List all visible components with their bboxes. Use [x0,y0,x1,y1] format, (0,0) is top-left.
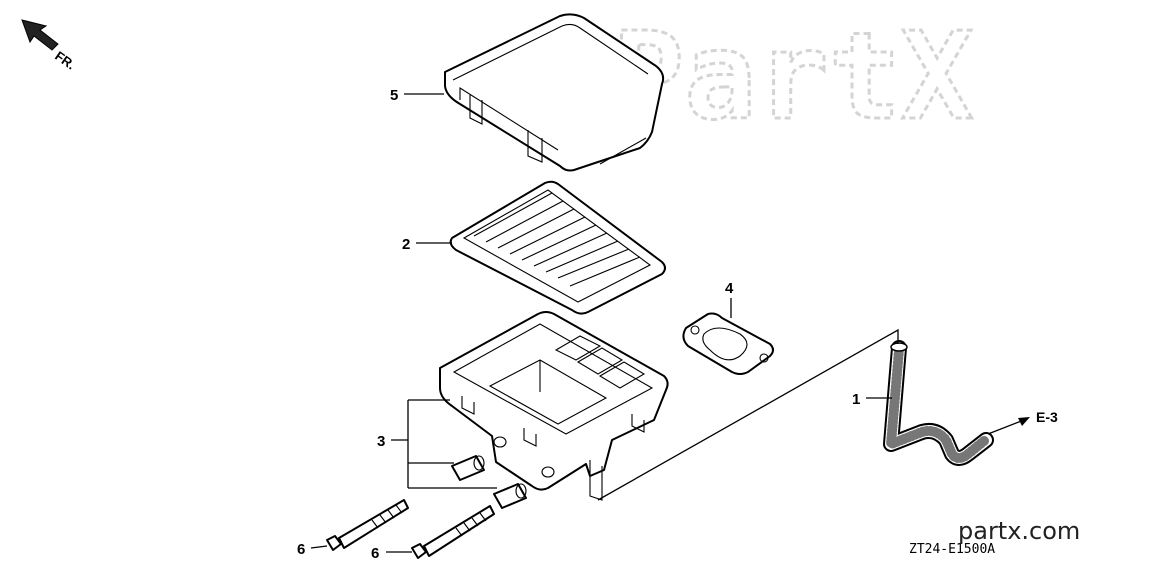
drawing-code: ZT24-E1500A [909,542,995,557]
collar [493,483,527,509]
callout-3: 3 [377,433,385,450]
callout-6: 6 [297,541,305,558]
front-direction-arrow-icon [21,19,59,51]
site-label: partx.com [958,517,1080,545]
callout-2: 2 [402,236,410,253]
breather-tube [883,340,994,466]
flange-bolt [326,499,409,551]
watermark-logo: PartX [612,8,973,147]
front-direction-label: FR. [52,48,78,72]
callout-1: 1 [852,391,860,408]
tube-routing-line [597,328,899,501]
reference-label: E-3 [1036,409,1058,425]
air-cleaner-case [439,311,669,501]
leader-line [310,545,328,549]
gasket [682,312,774,375]
callout-6: 6 [371,545,379,562]
callout-5: 5 [390,87,398,104]
leader-bracket [391,399,497,489]
air-cleaner-cover [444,13,665,172]
callout-4: 4 [725,280,734,297]
flange-bolt [411,505,495,559]
air-filter-element [449,180,666,315]
reference-arrow-icon [987,417,1030,435]
collar [451,455,485,481]
